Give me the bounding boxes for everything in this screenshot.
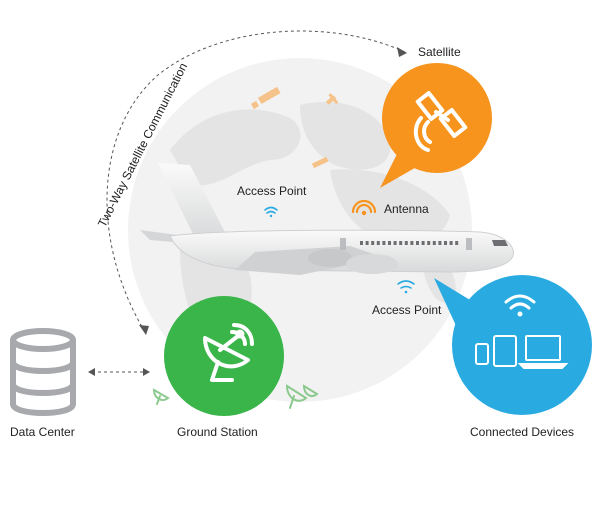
airplane-window — [421, 241, 425, 245]
airplane-window — [449, 241, 453, 245]
antenna-signal-icon — [351, 199, 377, 216]
wifi-icon — [264, 206, 278, 218]
satellite-node — [380, 63, 492, 188]
airplane-window — [376, 241, 380, 245]
airplane-window — [444, 241, 447, 245]
wifi-icon — [504, 294, 536, 317]
airplane-window — [416, 241, 419, 245]
arc-arrow-head-bottom — [139, 325, 149, 335]
small-satellite-icon — [325, 93, 339, 105]
small-satellite-icon — [250, 86, 281, 110]
airplane-window — [365, 241, 369, 245]
ground-station-label: Ground Station — [177, 425, 258, 439]
connected-devices-label: Connected Devices — [470, 425, 575, 439]
access-point-label-top: Access Point — [237, 184, 307, 198]
two-way-link-arc — [106, 30, 406, 333]
tablet-icon — [493, 335, 517, 367]
airplane-window — [410, 241, 414, 245]
phone-icon — [475, 343, 489, 365]
small-dish-icon — [285, 384, 319, 409]
airplane-window — [455, 241, 459, 245]
airplane-window — [427, 241, 431, 245]
satellite-icon — [413, 91, 468, 152]
data-center-label: Data Center — [10, 425, 75, 439]
satellite-label: Satellite — [418, 45, 461, 59]
database-icon — [10, 328, 76, 416]
small-dish-icon — [152, 388, 170, 405]
wifi-icon — [397, 280, 415, 294]
airplane-window — [399, 241, 403, 245]
airplane-window — [382, 241, 386, 245]
connected-devices-node — [434, 275, 592, 415]
arc-arrow-head-top — [397, 47, 407, 57]
airplane-windows — [360, 241, 459, 245]
airplane-window — [438, 241, 442, 245]
access-point-label-bottom: Access Point — [372, 303, 442, 317]
airplane-window — [388, 241, 391, 245]
airplane-window — [371, 241, 375, 245]
airplane-window — [393, 241, 397, 245]
airplane-window — [360, 241, 363, 245]
laptop-icon — [517, 335, 569, 369]
antenna-label: Antenna — [384, 202, 429, 216]
ground-station-node — [164, 296, 284, 416]
airplane-window — [432, 241, 436, 245]
satellite-dish-icon — [203, 323, 254, 382]
datacenter-ground-link — [88, 368, 150, 376]
small-satellite-icon — [311, 156, 329, 169]
airplane-window — [404, 241, 408, 245]
airplane-icon — [140, 163, 514, 275]
